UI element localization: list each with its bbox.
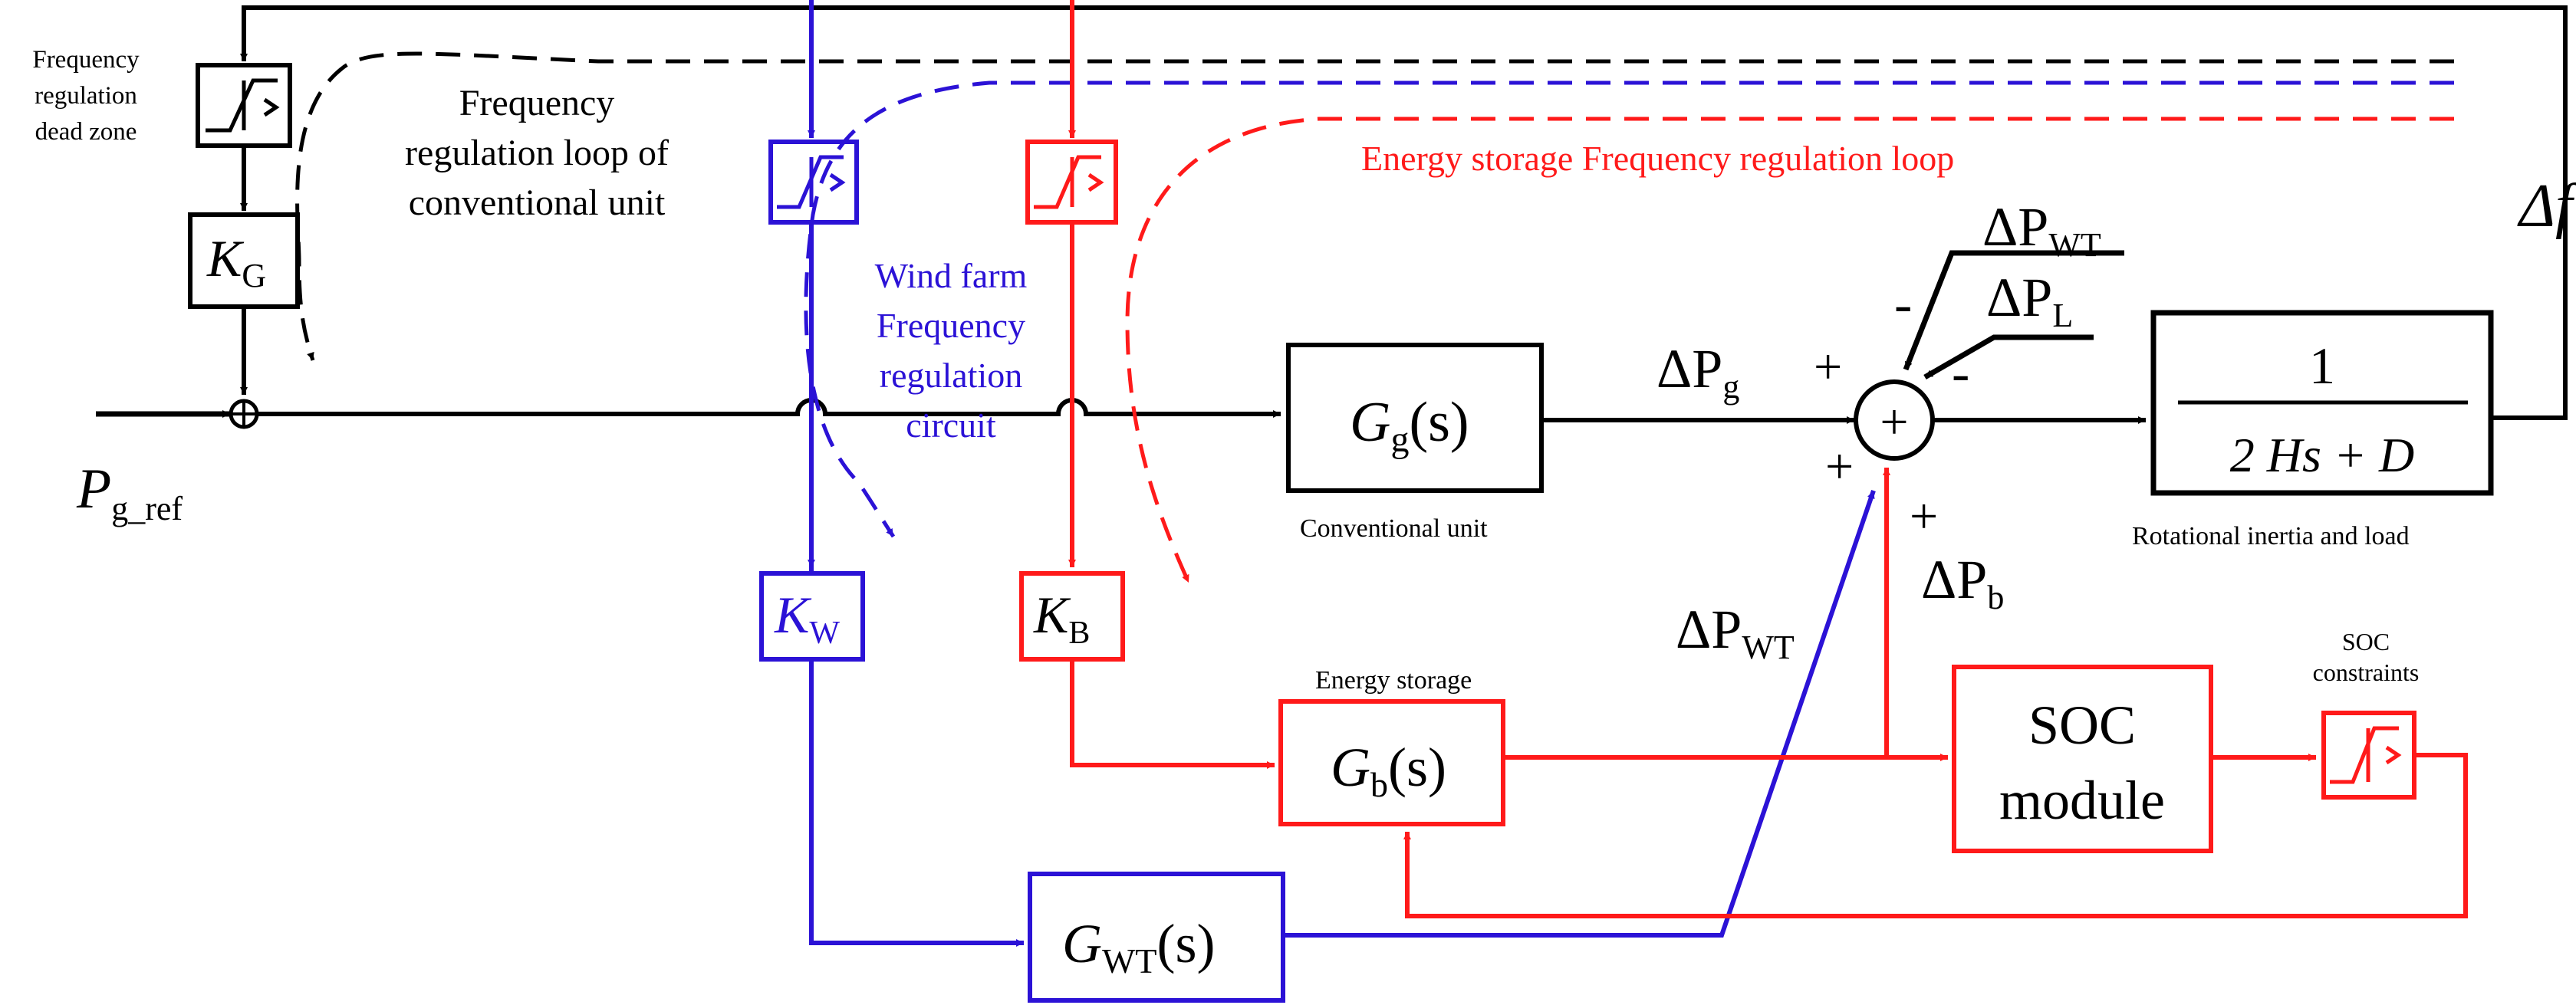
deadzone-label-3: dead zone	[35, 118, 137, 146]
sign-minus-right: -	[1952, 344, 1969, 403]
soc-constraints-caption-2: constraints	[2313, 659, 2420, 686]
wind-loop-label-1: Wind farm	[875, 256, 1028, 295]
wind-loop-dashed	[804, 80, 2454, 538]
conv-loop-label-1: Frequency	[459, 83, 615, 123]
sign-minus-left: -	[1894, 275, 1912, 334]
sign-plus-lower: +	[1825, 438, 1854, 494]
dpl-disturbance-line	[1923, 334, 2094, 380]
storage-loop-label: Energy storage Frequency regulation loop	[1361, 139, 1954, 178]
dpwt-label: ΔPWT	[1676, 599, 1795, 666]
soc-module-label-2: module	[1999, 770, 2165, 831]
dpwt-top-label: ΔPWT	[1982, 196, 2101, 264]
wind-loop-label-2: Frequency	[877, 306, 1025, 345]
soc-constraints-caption-1: SOC	[2342, 628, 2390, 655]
soc-feedback-line	[1403, 753, 2468, 918]
dpl-label: ΔPL	[1986, 267, 2073, 334]
pgref-label: Pg_ref	[76, 458, 183, 527]
df-feedback-line	[240, 5, 2568, 420]
main-line-to-gg	[257, 398, 1281, 418]
conv-loop-label-3: conventional unit	[409, 182, 666, 223]
conventional-unit-caption: Conventional unit	[1300, 514, 1488, 543]
kb-symbol: KB	[1033, 586, 1090, 651]
gb-symbol: Gb(s)	[1331, 737, 1446, 804]
deadzone-label-1: Frequency	[32, 46, 140, 74]
wind-deadzone-icon	[777, 155, 846, 209]
storage-deadzone-icon	[1034, 155, 1104, 209]
tf-denominator: 2 Hs + D	[2230, 428, 2415, 482]
storage-loop-dashed	[1125, 117, 2454, 584]
kw-to-gwt-line	[809, 659, 1024, 947]
dpwt-disturbance-line	[1903, 250, 2124, 371]
conv-loop-dashed	[295, 51, 2454, 361]
kw-symbol: KW	[774, 586, 840, 651]
wind-loop-label-4: circuit	[906, 406, 996, 445]
gg-symbol: Gg(s)	[1350, 391, 1469, 460]
gwt-to-sum-line	[1283, 490, 1876, 938]
soc-module-label-1: SOC	[2028, 695, 2136, 756]
kb-to-gb-line	[1070, 659, 1275, 769]
dpg-label: ΔPg	[1656, 338, 1739, 406]
deadzone-label-2: regulation	[35, 82, 137, 110]
gwt-symbol: GWT(s)	[1062, 913, 1216, 980]
gb-block	[1278, 699, 1505, 826]
sign-plus-left: +	[1814, 339, 1842, 395]
sign-plus-below: +	[1910, 488, 1938, 544]
kg-symbol: KG	[206, 229, 266, 294]
soc-constraints-icon	[2330, 726, 2402, 784]
df-label: Δf	[2517, 172, 2576, 240]
tf-numerator: 1	[2309, 337, 2335, 395]
tf-block	[2150, 310, 2494, 496]
conv-loop-label-2: regulation loop of	[405, 133, 669, 173]
rotational-caption: Rotational inertia and load	[2132, 522, 2410, 550]
energy-storage-caption: Energy storage	[1315, 666, 1472, 695]
sum-plus: +	[1880, 394, 1908, 450]
deadzone-icon	[206, 78, 280, 133]
dpb-label: ΔPb	[1921, 549, 2004, 616]
wind-loop-label-3: regulation	[880, 356, 1023, 395]
